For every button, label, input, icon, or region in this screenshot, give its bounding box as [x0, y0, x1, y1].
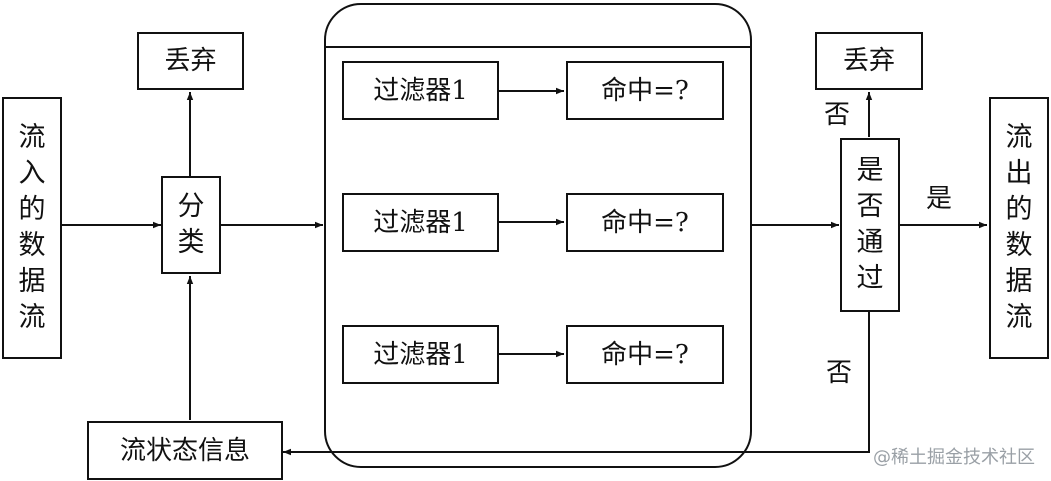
flow-state-label: 流状态信息 — [119, 435, 250, 466]
filter-box-2: 过滤器1 — [342, 193, 499, 252]
filter-label-1: 过滤器1 — [373, 75, 468, 106]
pass-check-label: 是否通过 — [856, 155, 884, 294]
discard-left-box: 丢弃 — [137, 32, 244, 90]
input-stream-box: 流入的数据流 — [2, 97, 62, 359]
discard-right-label: 丢弃 — [842, 46, 895, 76]
filter-label-2: 过滤器1 — [373, 207, 468, 238]
edge-label-yes: 是 — [926, 184, 953, 214]
discard-right-box: 丢弃 — [815, 32, 923, 90]
hit-label-1: 命中=? — [601, 75, 689, 106]
classify-box: 分类 — [161, 176, 221, 274]
filter-label-3: 过滤器1 — [373, 339, 468, 370]
flow-state-box: 流状态信息 — [87, 421, 283, 480]
hit-label-3: 命中=? — [601, 339, 689, 370]
hit-box-1: 命中=? — [566, 61, 724, 120]
discard-left-label: 丢弃 — [164, 46, 217, 76]
hit-label-2: 命中=? — [601, 207, 689, 238]
filter-box-1: 过滤器1 — [342, 61, 499, 120]
pass-check-box: 是否通过 — [840, 138, 900, 312]
output-stream-box: 流出的数据流 — [989, 97, 1049, 359]
hit-box-3: 命中=? — [566, 325, 724, 384]
classify-label: 分类 — [177, 191, 205, 258]
filter-bank-container — [324, 3, 752, 468]
output-stream-label: 流出的数据流 — [1005, 122, 1033, 333]
edge-label-no-bottom: 否 — [826, 358, 853, 388]
hit-box-2: 命中=? — [566, 193, 724, 252]
filter-box-3: 过滤器1 — [342, 325, 499, 384]
input-stream-label: 流入的数据流 — [18, 122, 46, 333]
watermark-text: @稀土掘金技术社区 — [873, 447, 1035, 468]
arrow-check-to-state — [283, 312, 870, 456]
edge-label-no-top: 否 — [824, 100, 851, 130]
